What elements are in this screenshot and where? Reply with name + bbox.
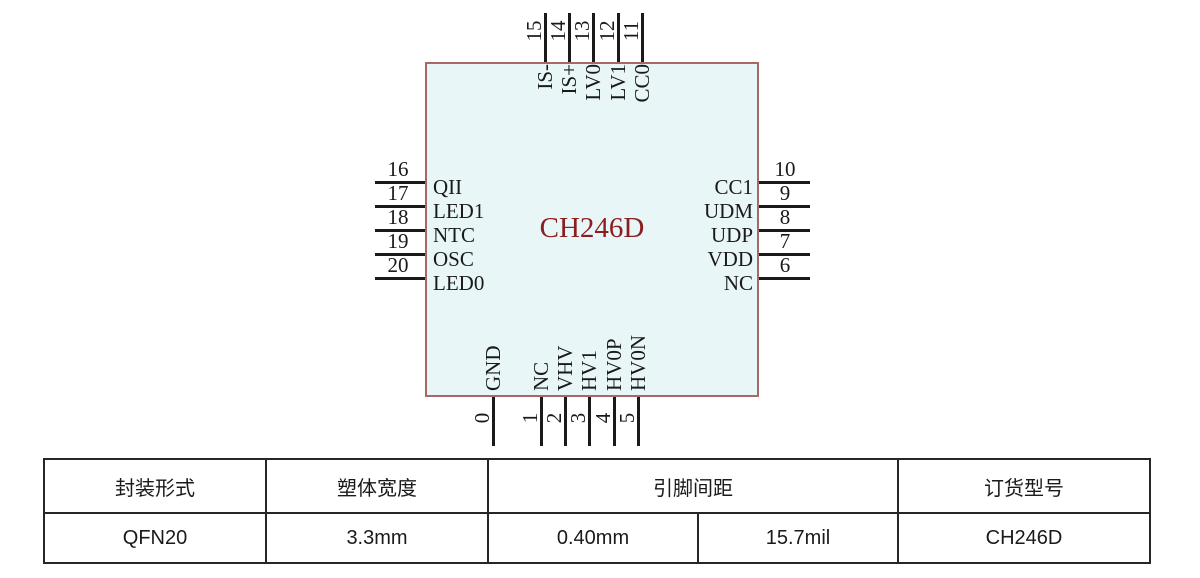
pin-number-11: 11 — [619, 20, 643, 42]
pin-label-LV1: LV1 — [606, 64, 630, 101]
pin-lead-3 — [587, 397, 591, 446]
pin-lead-17 — [375, 204, 425, 208]
pin-lead-5 — [636, 397, 640, 446]
chip-name: CH246D — [539, 212, 645, 244]
pin-lead-0 — [491, 397, 495, 446]
pin-lead-7 — [759, 252, 810, 256]
pin-label-OSC: OSC — [433, 247, 474, 271]
pin-lead-2 — [563, 397, 567, 446]
pin-number-16: 16 — [387, 157, 409, 181]
pin-lead-14 — [567, 13, 571, 62]
spec-header-body-width: 塑体宽度 — [265, 458, 489, 514]
spec-value-pin-pitch-mil: 15.7mil — [697, 512, 899, 564]
pin-label-HV0N: HV0N — [626, 335, 650, 391]
pin-number-13: 13 — [570, 20, 594, 42]
pin-label-LV0: LV0 — [581, 64, 605, 101]
spec-header-order-part: 订货型号 — [897, 458, 1151, 514]
pin-label-VHV: VHV — [553, 345, 577, 392]
pin-label-LED0: LED0 — [433, 271, 485, 295]
pin-label-LED1: LED1 — [433, 199, 485, 223]
pin-label-IS-: IS- — [533, 64, 557, 90]
pin-lead-4 — [612, 397, 616, 446]
pin-label-NC: NC — [529, 361, 553, 391]
spec-value-package-type: QFN20 — [43, 512, 267, 564]
pin-label-IS+: IS+ — [557, 64, 581, 95]
pin-number-20: 20 — [387, 253, 409, 277]
pin-lead-10 — [759, 180, 810, 184]
pin-number-1: 1 — [518, 412, 542, 424]
pin-lead-1 — [539, 397, 543, 446]
pin-label-VDD: VDD — [707, 247, 754, 271]
pin-number-17: 17 — [387, 181, 409, 205]
pin-number-0: 0 — [470, 412, 494, 424]
pin-number-6: 6 — [779, 253, 791, 277]
pin-label-QII: QII — [433, 175, 463, 199]
spec-header-row: 封装形式 塑体宽度 引脚间距 订货型号 — [43, 458, 1151, 514]
pin-lead-15 — [543, 13, 547, 62]
pin-number-12: 12 — [595, 20, 619, 42]
pin-number-7: 7 — [779, 229, 791, 253]
pin-lead-11 — [640, 13, 644, 62]
pin-number-9: 9 — [779, 181, 791, 205]
pin-number-10: 10 — [774, 157, 796, 181]
pin-lead-18 — [375, 228, 425, 232]
spec-value-body-width: 3.3mm — [265, 512, 489, 564]
pin-number-8: 8 — [779, 205, 791, 229]
pin-lead-8 — [759, 228, 810, 232]
chip-body — [425, 62, 759, 397]
pin-lead-12 — [616, 13, 620, 62]
pin-number-2: 2 — [542, 412, 566, 424]
pin-number-15: 15 — [522, 20, 546, 42]
pin-number-5: 5 — [615, 412, 639, 424]
pin-label-GND: GND — [481, 345, 505, 392]
pin-number-4: 4 — [591, 412, 615, 424]
spec-value-row: QFN20 3.3mm 0.40mm 15.7mil CH246D — [43, 512, 1151, 564]
pin-number-19: 19 — [387, 229, 409, 253]
pin-lead-6 — [759, 276, 810, 280]
pin-label-CC0: CC0 — [630, 64, 654, 103]
pin-lead-9 — [759, 204, 810, 208]
pin-label-CC1: CC1 — [714, 175, 753, 199]
pin-lead-16 — [375, 180, 425, 184]
spec-value-order-part: CH246D — [897, 512, 1151, 564]
pin-label-UDM: UDM — [703, 199, 753, 223]
pin-number-18: 18 — [387, 205, 409, 229]
spec-header-pin-pitch: 引脚间距 — [487, 458, 899, 514]
pin-lead-19 — [375, 252, 425, 256]
pin-number-3: 3 — [566, 412, 590, 424]
spec-table: 封装形式 塑体宽度 引脚间距 订货型号 QFN20 3.3mm 0.40mm 1… — [43, 458, 1151, 564]
pin-lead-13 — [591, 13, 595, 62]
spec-value-pin-pitch-mm: 0.40mm — [487, 512, 699, 564]
pin-label-UDP: UDP — [710, 223, 753, 247]
pin-label-HV1: HV1 — [577, 350, 601, 391]
spec-header-package-type: 封装形式 — [43, 458, 267, 514]
pin-label-NTC: NTC — [433, 223, 475, 247]
pin-label-HV0P: HV0P — [602, 338, 626, 391]
pin-number-14: 14 — [546, 20, 570, 42]
pin-label-NC: NC — [723, 271, 753, 295]
pin-lead-20 — [375, 276, 425, 280]
